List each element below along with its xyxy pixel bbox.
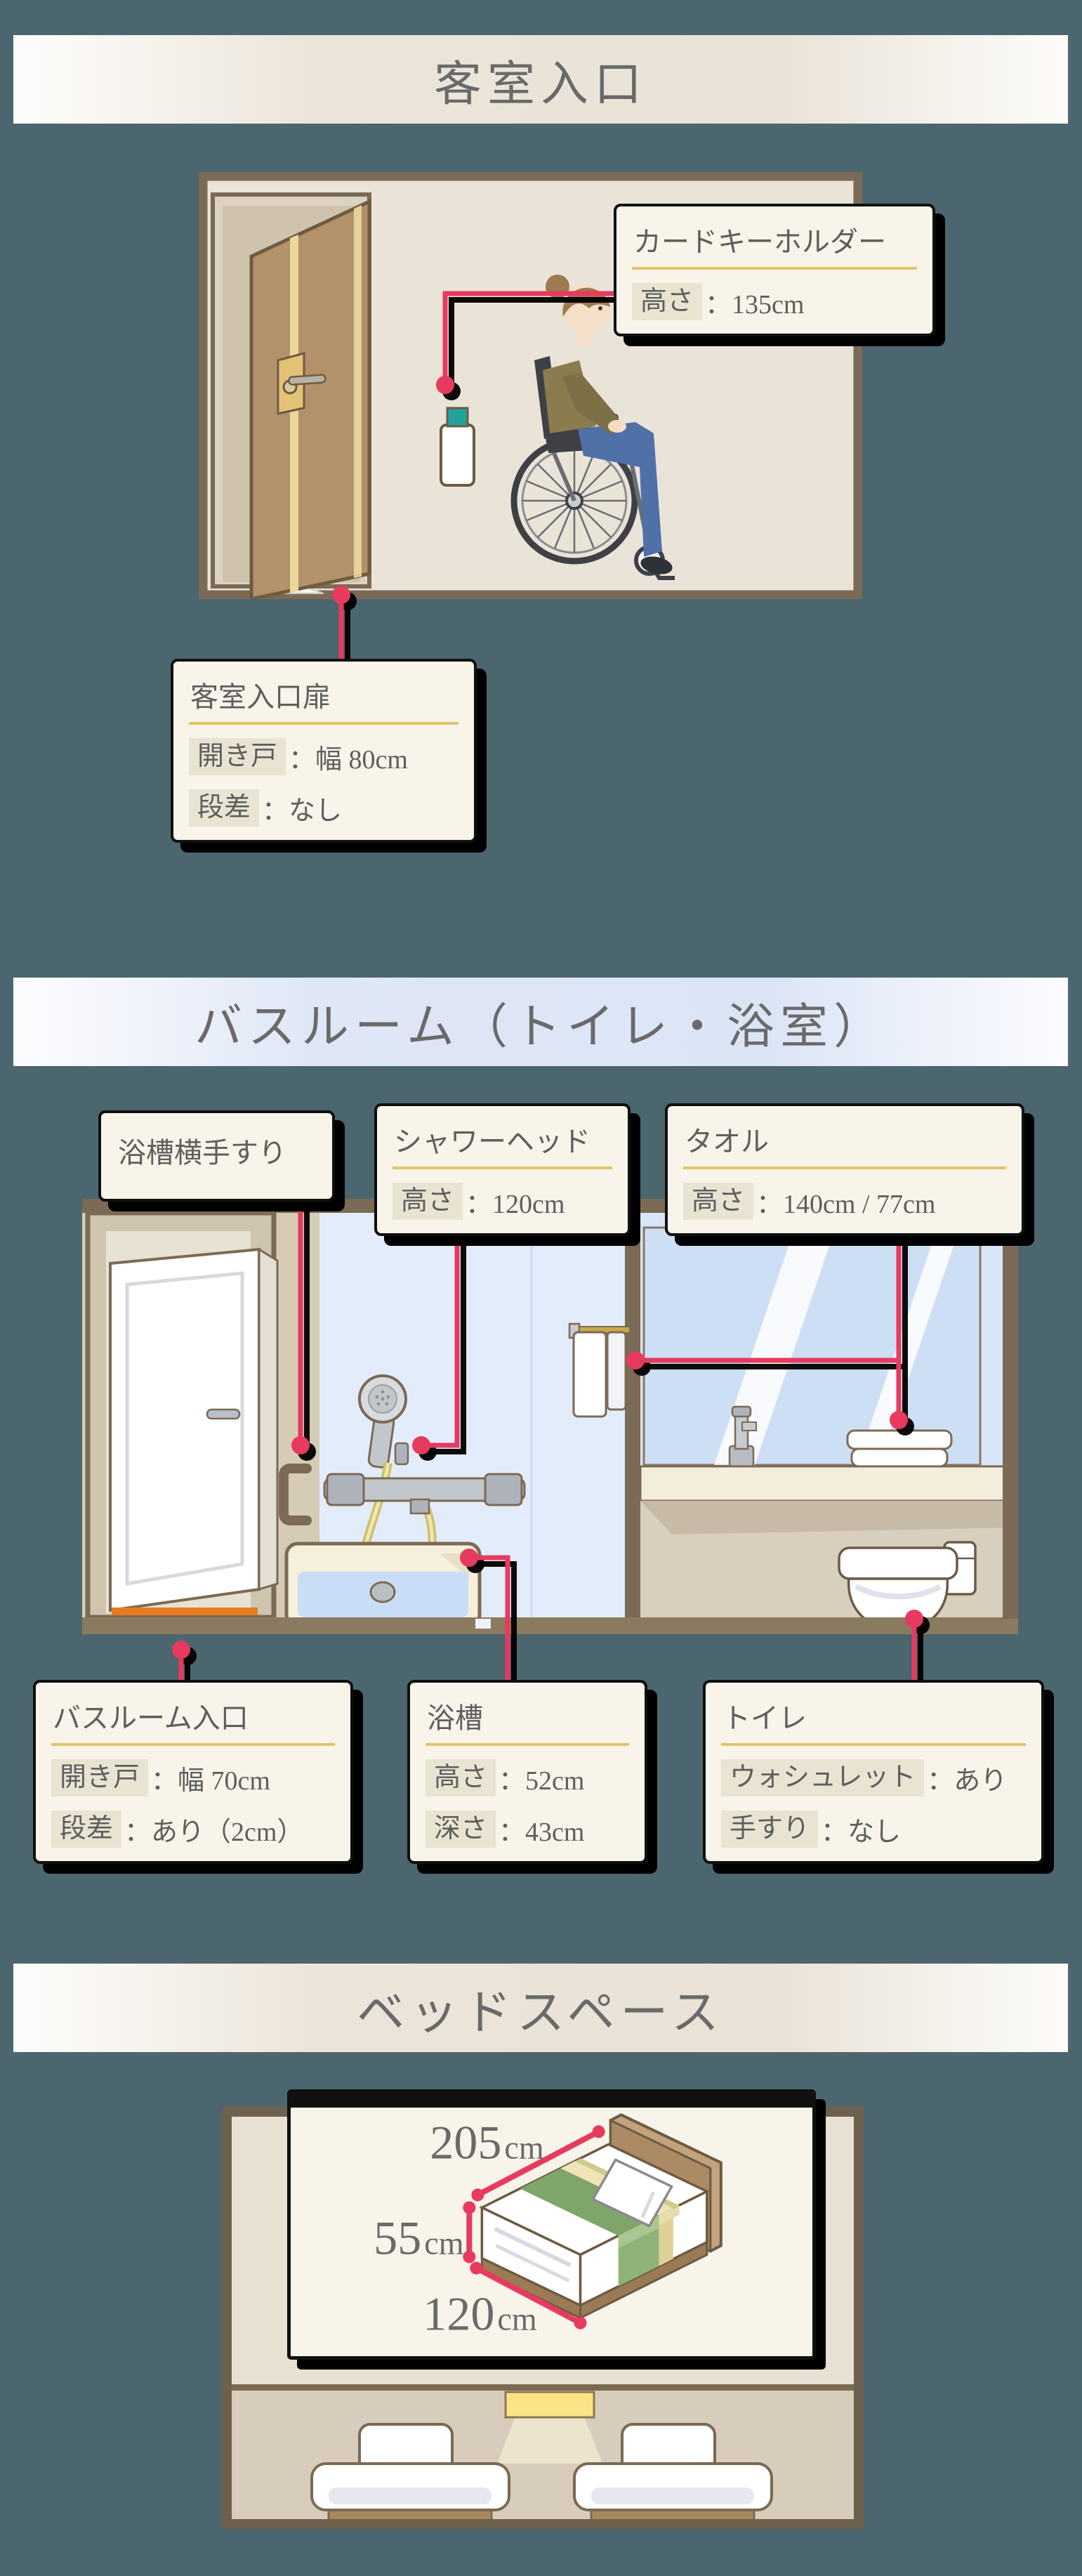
callout-bathtub: 浴槽 高さ ：52cm 深さ ：43cm <box>407 1680 647 1864</box>
spec-key: 高さ <box>683 1182 754 1221</box>
section-title-bathroom-text: バスルーム（トイレ・浴室） <box>194 999 887 1053</box>
bed-width-unit: cm <box>497 2301 536 2337</box>
callout-entrance-door-title: 客室入口扉 <box>189 669 458 725</box>
callout-shower-head: シャワーヘッド 高さ ：120cm <box>374 1103 631 1236</box>
spec-key: ウォシュレット <box>721 1759 925 1797</box>
callout-bathroom-entrance-row2: 段差 ：あり（2cm） <box>51 1810 335 1848</box>
bed-height-unit: cm <box>424 2226 463 2261</box>
section-title-bedspace-text: ベッドスペース <box>357 1985 725 2039</box>
card-key-holder-illustration <box>440 407 475 487</box>
bed-left-illustration <box>310 2423 510 2525</box>
callout-shower-head-title: シャワーヘッド <box>392 1113 612 1169</box>
toilet-illustration <box>838 1541 977 1631</box>
callout-towel: タオル 高さ ：140cm / 77cm <box>665 1103 1024 1236</box>
callout-toilet: トイレ ウォシュレット ：あり 手すり ：なし <box>703 1680 1044 1864</box>
spec-key: 開き戸 <box>189 737 286 776</box>
mirror-illustration <box>642 1226 982 1466</box>
bathroom-floor <box>82 1617 1018 1634</box>
spec-value: ：135cm <box>705 290 805 320</box>
spec-key: 高さ <box>425 1759 496 1797</box>
door-step-threshold <box>112 1608 258 1615</box>
bath-divider-wall <box>625 1199 640 1619</box>
callout-entrance-door: 客室入口扉 開き戸 ：幅 80cm 段差 ：なし <box>171 659 477 843</box>
spec-value: ：120cm <box>466 1190 565 1219</box>
bed-mattress <box>479 2143 710 2320</box>
callout-card-key-row: 高さ ：135cm <box>632 282 917 321</box>
door-lock-plate <box>277 352 326 415</box>
bathtub-illustration <box>284 1542 482 1628</box>
callout-bathtub-row2: 深さ ：43cm <box>425 1810 629 1848</box>
towel-rack-illustration <box>568 1322 631 1418</box>
vanity-counter <box>639 1465 1018 1502</box>
callout-towel-row: 高さ ：140cm / 77cm <box>683 1182 1006 1221</box>
entrance-door <box>249 199 371 599</box>
spec-key: 段差 <box>189 789 260 827</box>
spec-key: 深さ <box>425 1810 496 1848</box>
spec-key: 開き戸 <box>51 1759 149 1797</box>
spec-key: 段差 <box>51 1810 122 1848</box>
spec-value: ：あり <box>927 1766 1008 1796</box>
callout-bathtub-title: 浴槽 <box>425 1690 629 1746</box>
callout-card-key: カードキーホルダー 高さ ：135cm <box>614 204 935 336</box>
callout-toilet-row1: ウォシュレット ：あり <box>721 1759 1026 1797</box>
shower-head-illustration <box>323 1374 526 1609</box>
callout-card-key-title: カードキーホルダー <box>632 213 917 270</box>
section-title-entrance-text: 客室入口 <box>433 57 647 111</box>
bathroom-illustration <box>82 1199 1018 1634</box>
bed-length-unit: cm <box>504 2129 543 2165</box>
callout-grab-bar: 浴槽横手すり <box>98 1110 335 1202</box>
bathroom-right-wall <box>1003 1199 1018 1619</box>
section-title-bedspace: ベッドスペース <box>13 1964 1068 2052</box>
bed-measure-lines <box>466 2129 600 2326</box>
bed-measurement-panel: 205 cm 55 cm 120 cm <box>287 2089 816 2360</box>
bed-diagram: 205 cm 55 cm 120 cm <box>374 2113 723 2341</box>
callout-bathroom-entrance: バスルーム入口 開き戸 ：幅 70cm 段差 ：あり（2cm） <box>33 1680 353 1864</box>
bed-length-number: 205 <box>430 2115 501 2169</box>
wall-light-illustration <box>497 2391 602 2464</box>
spec-value: ：140cm / 77cm <box>756 1190 936 1219</box>
bed-right-illustration <box>573 2423 773 2525</box>
bed-height-number: 55 <box>374 2212 421 2265</box>
callout-shower-head-row: 高さ ：120cm <box>392 1182 612 1221</box>
callout-bathroom-entrance-row1: 開き戸 ：幅 70cm <box>51 1759 335 1797</box>
spec-key: 手すり <box>721 1810 819 1848</box>
spec-value: ：43cm <box>499 1818 585 1847</box>
callout-entrance-door-row1: 開き戸 ：幅 80cm <box>189 737 458 776</box>
grab-bar-illustration <box>279 1464 312 1525</box>
bed-measure-dots <box>463 2125 605 2329</box>
bed-measure-labels: 205 cm 55 cm 120 cm <box>374 2115 544 2340</box>
callout-bathroom-entrance-title: バスルーム入口 <box>51 1690 335 1746</box>
bathroom-door-illustration <box>85 1210 279 1620</box>
spec-value: ：52cm <box>499 1766 585 1796</box>
callout-grab-bar-title: 浴槽横手すり <box>118 1137 286 1169</box>
callout-bathtub-row1: 高さ ：52cm <box>425 1759 629 1797</box>
bathroom-svg <box>82 1199 1018 1634</box>
spec-value: ：なし <box>821 1818 902 1847</box>
spec-key: 高さ <box>392 1182 463 1221</box>
section-title-entrance: 客室入口 <box>13 35 1068 124</box>
spec-value: ：幅 70cm <box>151 1766 270 1796</box>
callout-toilet-title: トイレ <box>721 1690 1026 1746</box>
section-title-bathroom: バスルーム（トイレ・浴室） <box>13 978 1068 1066</box>
faucet-illustration <box>728 1405 757 1468</box>
spec-key: 高さ <box>632 282 703 321</box>
bed-width-number: 120 <box>423 2287 494 2341</box>
spec-value: ：幅 80cm <box>289 745 408 775</box>
spec-value: ：なし <box>262 796 343 826</box>
callout-towel-title: タオル <box>683 1113 1006 1169</box>
callout-entrance-door-row2: 段差 ：なし <box>189 789 458 827</box>
folded-towels-illustration <box>846 1429 953 1468</box>
spec-value: ：あり（2cm） <box>124 1818 304 1847</box>
callout-toilet-row2: 手すり ：なし <box>721 1810 1026 1848</box>
